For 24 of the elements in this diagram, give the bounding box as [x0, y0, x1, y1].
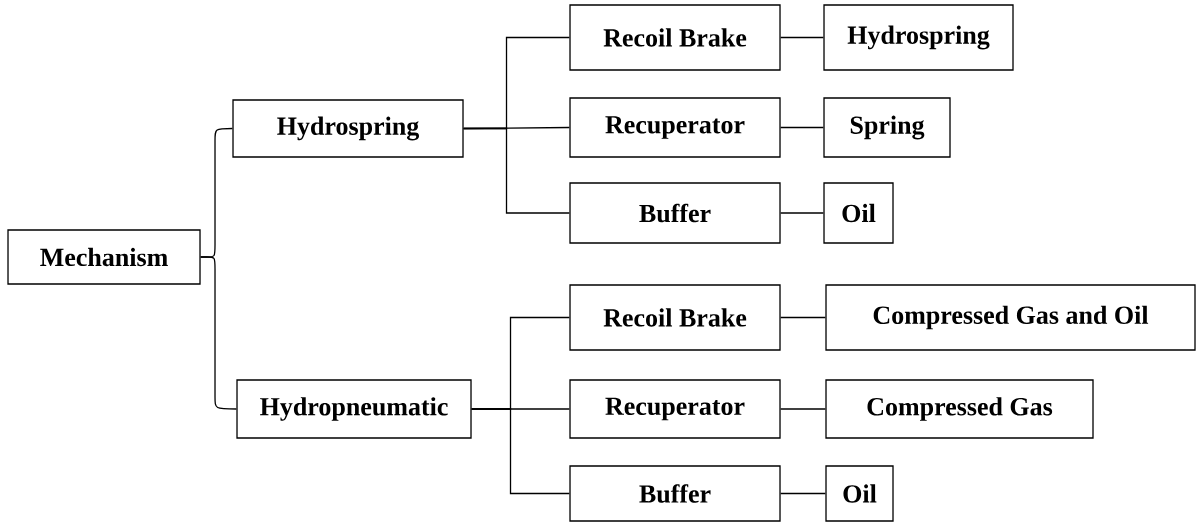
tree-box: Recuperator — [569, 379, 781, 439]
connector-line — [780, 408, 826, 410]
tree-box: Spring — [823, 97, 951, 158]
tree-box: Buffer — [569, 465, 781, 522]
tree-box: Recuperator — [569, 97, 781, 158]
connector-line — [463, 127, 570, 214]
tree-box: Buffer — [569, 182, 781, 244]
tree-box: Mechanism — [7, 229, 201, 285]
tree-box: Compressed Gas — [825, 379, 1094, 439]
connector-line — [780, 316, 826, 319]
connector-line — [780, 126, 824, 129]
tree-box: Hydropneumatic — [236, 379, 472, 439]
connector-line — [780, 36, 824, 39]
connector-line — [471, 408, 570, 495]
connector-line — [780, 492, 826, 495]
tree-box: Oil — [823, 182, 894, 244]
connector-line — [200, 256, 237, 410]
tree-box: Recoil Brake — [569, 4, 781, 71]
connector-line — [780, 212, 824, 214]
tree-box: Hydrospring — [232, 99, 464, 158]
tree-box: Compressed Gas and Oil — [825, 284, 1196, 351]
tree-box: Recoil Brake — [569, 284, 781, 351]
tree-box: Oil — [825, 465, 894, 522]
tree-box: Hydrospring — [823, 4, 1014, 71]
